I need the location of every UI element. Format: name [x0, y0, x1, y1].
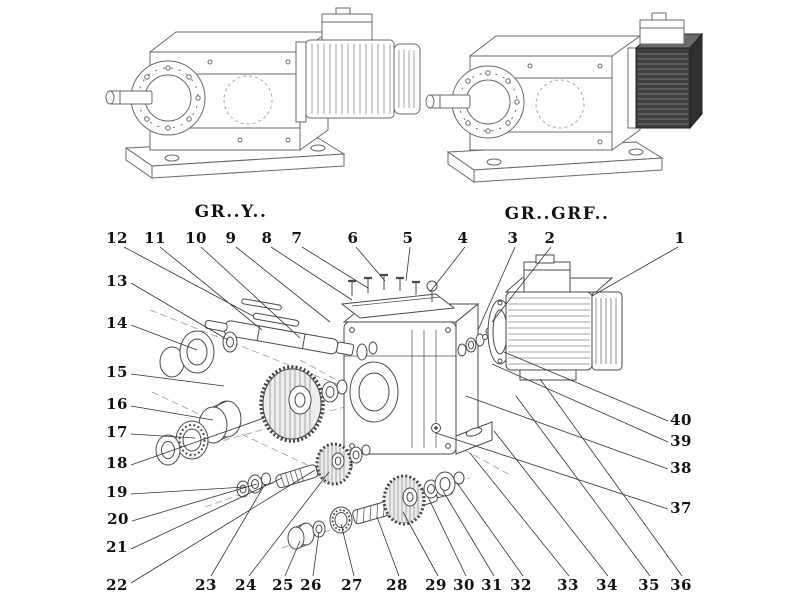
callout-10: 10 — [185, 229, 207, 247]
callout-25: 25 — [272, 576, 294, 594]
motor-assembly — [457, 254, 623, 381]
callout-22: 22 — [106, 576, 128, 594]
shaft-key-2 — [241, 298, 282, 311]
callout-5: 5 — [402, 229, 414, 247]
callout-2: 2 — [544, 229, 556, 247]
callout-32: 32 — [510, 576, 532, 594]
model-label-gr-grf: GR..GRF.. — [504, 204, 610, 224]
model-label-gr-y: GR..Y.. — [194, 202, 268, 222]
callout-16: 16 — [106, 395, 128, 413]
top-cover-and-bolts — [340, 273, 456, 319]
callout-33: 33 — [557, 576, 579, 594]
shaft-end-washers — [356, 341, 378, 361]
callout-34: 34 — [596, 576, 618, 594]
callout-13: 13 — [106, 272, 128, 290]
input-shaft-and-keys — [204, 298, 355, 356]
callout-31: 31 — [481, 576, 503, 594]
callout-3: 3 — [507, 229, 519, 247]
callout-6: 6 — [347, 229, 359, 247]
callout-19: 19 — [106, 483, 128, 501]
callout-27: 27 — [341, 576, 363, 594]
output-pinion-assembly — [287, 471, 465, 550]
callout-24: 24 — [235, 576, 257, 594]
callout-28: 28 — [386, 576, 408, 594]
callout-17: 17 — [106, 423, 128, 441]
main-gear — [259, 365, 348, 443]
callout-18: 18 — [106, 454, 128, 472]
callout-8: 8 — [261, 229, 273, 247]
exploded-view — [149, 254, 623, 550]
assembled-unit-right — [425, 12, 704, 183]
callout-7: 7 — [291, 229, 303, 247]
callout-35: 35 — [638, 576, 660, 594]
callout-40: 40 — [670, 411, 692, 429]
seals-and-rings — [159, 330, 238, 378]
callout-23: 23 — [195, 576, 217, 594]
callout-1: 1 — [674, 229, 686, 247]
callout-30: 30 — [453, 576, 475, 594]
callout-4: 4 — [457, 229, 469, 247]
callout-9: 9 — [225, 229, 237, 247]
callout-15: 15 — [106, 363, 128, 381]
output-bearings-and-cover — [155, 400, 242, 466]
callout-37: 37 — [670, 499, 692, 517]
callout-29: 29 — [425, 576, 447, 594]
intermediate-pinion-assembly — [236, 442, 371, 498]
shaft-key — [252, 312, 300, 327]
callout-26: 26 — [300, 576, 322, 594]
callout-12: 12 — [106, 229, 128, 247]
assembled-unit-left — [105, 7, 421, 179]
callout-39: 39 — [670, 432, 692, 450]
callout-36: 36 — [670, 576, 692, 594]
callout-38: 38 — [670, 459, 692, 477]
leader-lines — [123, 246, 683, 584]
callout-20: 20 — [107, 510, 129, 528]
callout-21: 21 — [106, 538, 128, 556]
callout-11: 11 — [144, 229, 166, 247]
callout-14: 14 — [106, 314, 128, 332]
